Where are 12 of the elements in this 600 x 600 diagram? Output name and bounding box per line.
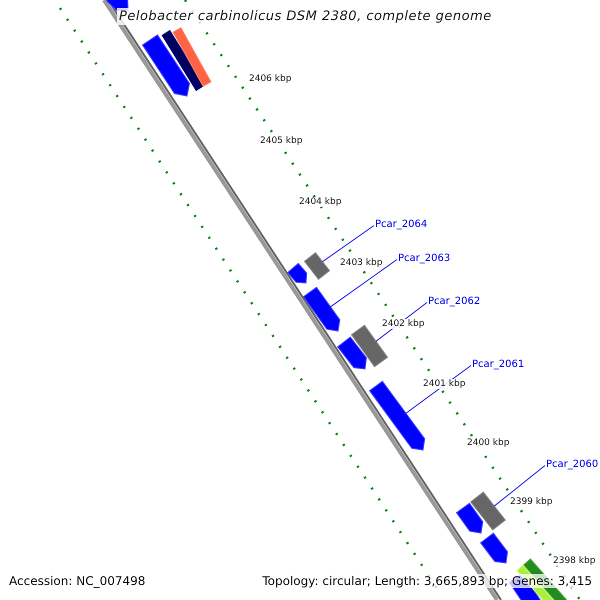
tick-label: 2400 kbp bbox=[466, 438, 510, 448]
accession-text: Accession: NC_007498 bbox=[9, 574, 146, 588]
tick-label: 2406 kbp bbox=[248, 74, 292, 84]
title: Pelobacter carbinolicus DSM 2380, complete genome bbox=[117, 8, 494, 25]
tick-label: 2401 kbp bbox=[422, 379, 466, 389]
tick-label: 2404 kbp bbox=[298, 197, 342, 207]
tick-label: 2405 kbp bbox=[259, 136, 304, 146]
tick-label: 2402 kbp bbox=[381, 319, 426, 329]
tick-label: 2398 kbp bbox=[552, 556, 596, 566]
tick-label: 2403 kbp bbox=[339, 258, 384, 268]
genome-stats: Topology: circular; Length: 3,665,893 bp; Genes: 3,415 bbox=[262, 574, 592, 588]
tick-label: 2399 kbp bbox=[509, 497, 554, 507]
